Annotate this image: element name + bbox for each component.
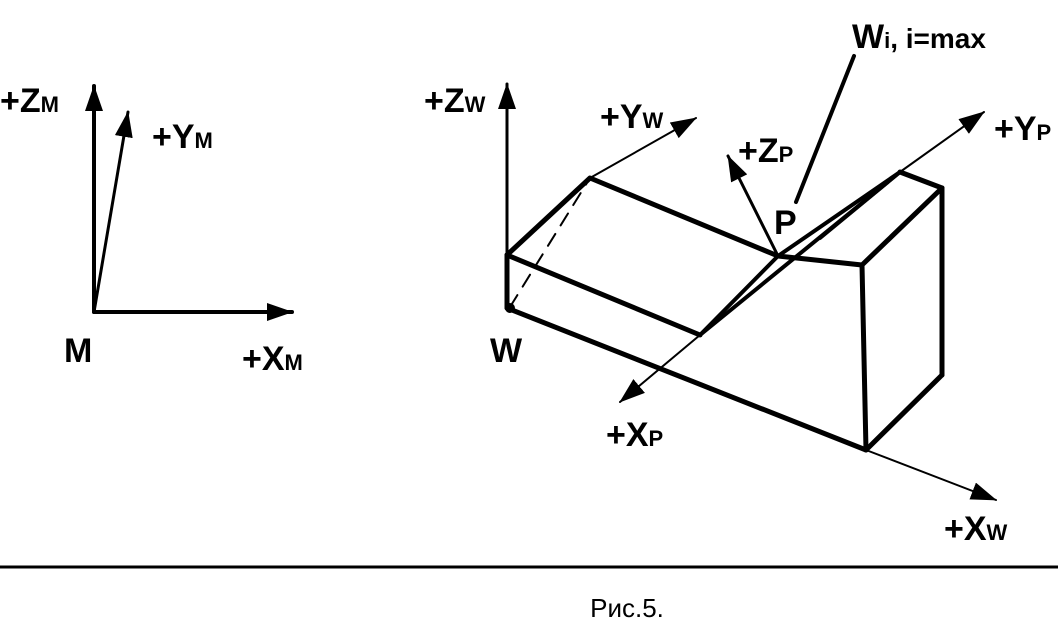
block-top-face — [504, 175, 781, 259]
point-x-label: +XP — [606, 416, 663, 454]
workpiece-block — [504, 169, 945, 453]
workpiece-x-label: +XW — [944, 510, 1008, 548]
point-y-label: +YP — [994, 110, 1051, 148]
machine-frame: +ZM +YM +XM M — [0, 82, 303, 378]
callout-label: Wi, i=max — [852, 18, 986, 56]
point-x-axis — [619, 334, 701, 403]
block-hidden-edge — [509, 177, 591, 308]
machine-origin-label: M — [64, 332, 92, 370]
block-bottom-edge — [504, 305, 869, 453]
machine-y-axis — [92, 110, 133, 314]
workpiece-z-label: +ZW — [424, 82, 486, 120]
block-right-top-side — [859, 185, 945, 268]
point-y-axis — [899, 111, 985, 173]
workpiece-frame: +ZW +YW +XW W — [424, 82, 1008, 548]
slope-edge-side — [818, 170, 902, 240]
workpiece-origin-label: W — [490, 332, 523, 370]
point-frame: +ZP +YP +XP P — [606, 54, 1051, 454]
block-right-bottom — [863, 372, 945, 453]
block-right-top-front — [775, 253, 865, 268]
block-right-top-back — [897, 169, 945, 191]
point-z-label: +ZP — [738, 132, 793, 170]
workpiece-x-axis — [865, 449, 997, 501]
point-label: P — [774, 204, 797, 242]
callout-leader-line — [794, 54, 856, 204]
figure-caption: Рис.5. — [590, 593, 664, 623]
block-front-vertical — [859, 262, 869, 453]
workpiece-y-label: +YW — [600, 98, 664, 136]
machine-y-label: +YM — [152, 118, 213, 156]
point-z-axis — [726, 154, 780, 258]
block-top-front-edge — [504, 252, 703, 338]
workpiece-y-axis — [589, 117, 697, 179]
workpiece-origin-dot — [505, 303, 515, 313]
machine-x-label: +XM — [242, 340, 303, 378]
machine-z-label: +ZM — [0, 82, 59, 120]
